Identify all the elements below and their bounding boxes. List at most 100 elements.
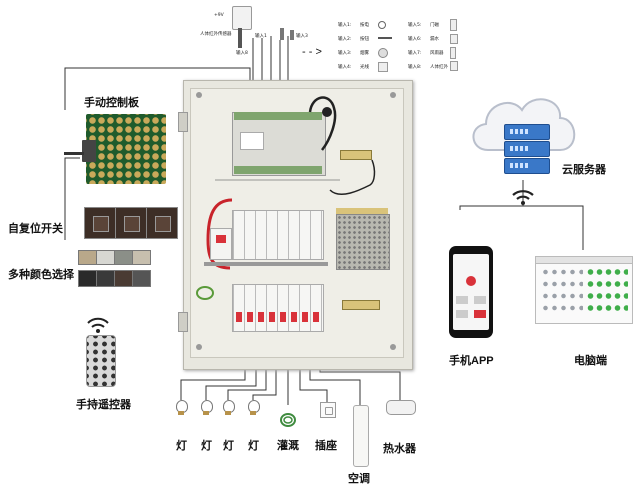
input3-tag: 输入3 [296, 34, 308, 39]
sensor-probe [280, 28, 284, 40]
pir-sensor-icon [450, 61, 458, 71]
controller-label-plate [240, 132, 264, 150]
load-label-irrigation: 灌溉 [277, 440, 299, 452]
color-swatch [132, 270, 151, 287]
legend-input-1-value: 按电 [360, 23, 369, 28]
bulb-base [250, 411, 256, 415]
bulb-base [178, 411, 184, 415]
legend-input-4: 输入4: [338, 65, 352, 70]
manual-control-board [86, 114, 166, 184]
light-sensor-icon [378, 62, 388, 72]
phone-app-label: 手机APP [449, 355, 494, 367]
remote-label: 手持遥控器 [76, 399, 131, 411]
relay-row [232, 210, 324, 260]
phone-app-tile [456, 310, 468, 318]
mount-hole [196, 92, 202, 98]
hinge [178, 312, 188, 332]
breaker-row [232, 284, 324, 332]
legend-input-1: 输入1: [338, 23, 352, 28]
legend-input-3-value: 烟雾 [360, 51, 369, 56]
breaker-toggle [291, 312, 297, 322]
din-rail [204, 262, 328, 266]
load-label-light-3: 灯 [223, 440, 234, 452]
input-legend: 输入1: 按电 输入2: 按钮 输入3: 烟雾 输入4: 光线 输入5: 门磁 … [338, 19, 478, 74]
load-label-light-2: 灯 [201, 440, 212, 452]
terminal-block [340, 150, 372, 160]
legend-input-7: 输入7: [408, 51, 422, 56]
legend-input-5-value: 门磁 [430, 23, 439, 28]
legend-input-8: 输入8: [408, 65, 422, 70]
sensor-module [232, 6, 252, 30]
color-swatch [114, 270, 133, 287]
ground-wire [196, 286, 214, 300]
breaker-toggle [236, 312, 242, 322]
legend-input-4-value: 光线 [360, 65, 369, 70]
color-swatch [96, 250, 115, 265]
legend-input-6: 输入6: [408, 37, 422, 42]
sensor-wire-bundle [238, 28, 242, 48]
power-label: +9V [214, 13, 224, 18]
breaker-toggle [302, 312, 308, 322]
socket-icon [320, 402, 336, 418]
load-label-socket: 插座 [315, 440, 337, 452]
remote-control [86, 335, 116, 387]
server-unit [504, 158, 550, 174]
multi-color-label: 多种颜色选择 [8, 269, 74, 281]
reset-switch-panel [84, 207, 116, 239]
legend-input-2-value: 按钮 [360, 37, 369, 42]
color-swatch [78, 270, 97, 287]
breaker-toggle [280, 312, 286, 322]
color-swatch [132, 250, 151, 265]
input1-tag: 输入1 [255, 34, 267, 39]
hinge [178, 112, 188, 132]
legend-input-6-value: 漏水 [430, 37, 439, 42]
leak-sensor-icon [450, 34, 458, 44]
load-label-air-conditioner: 空调 [348, 473, 370, 485]
sensor-probe [290, 30, 294, 40]
mount-hole [390, 344, 396, 350]
terminal-strip [234, 112, 322, 120]
door-sensor-icon [450, 19, 457, 31]
legend-input-5: 输入5: [408, 23, 422, 28]
neutral-bar [342, 300, 380, 310]
board-side-wire [64, 157, 80, 240]
phone-app-tile [474, 296, 486, 304]
smoke-detector-icon [378, 48, 388, 58]
breaker-toggle [247, 312, 253, 322]
server-unit [504, 124, 550, 140]
phone-app-tile [474, 310, 486, 318]
color-swatch [114, 250, 133, 265]
board-connector [82, 140, 96, 162]
main-breaker [210, 228, 232, 260]
terminal-strip [234, 166, 322, 174]
bulb-base [203, 411, 209, 415]
load-label-light-1: 灯 [176, 440, 187, 452]
input8-tag: 输入8 [236, 51, 248, 56]
breaker-toggle [313, 312, 319, 322]
arrow-label: - - > [302, 46, 322, 58]
phone-screen [453, 254, 489, 330]
breaker-toggle [258, 312, 264, 322]
sensor-caption: 人体红外传感器 [200, 32, 232, 37]
board-wire [64, 152, 84, 155]
cable-gland [322, 107, 332, 117]
toggle-icon [378, 21, 386, 29]
cloud-server-label: 云服务器 [562, 164, 606, 176]
load-label-light-4: 灯 [248, 440, 259, 452]
legend-input-2: 输入2: [338, 37, 352, 42]
legend-input-8-value: 人体红外 [430, 65, 448, 70]
pc-client-label: 电脑端 [574, 355, 607, 367]
reset-switch-panel [146, 207, 178, 239]
manual-board-label: 手动控制板 [84, 97, 139, 109]
bulb-base [225, 411, 231, 415]
color-swatch [96, 270, 115, 287]
mount-hole [196, 344, 202, 350]
legend-input-3: 输入3: [338, 51, 352, 56]
breaker-toggle [269, 312, 275, 322]
phone-app-tile [456, 296, 468, 304]
server-unit [504, 141, 550, 157]
pc-status-grid [586, 266, 628, 314]
legend-input-7-value: 风雨器 [430, 51, 444, 56]
pc-window-titlebar [535, 256, 633, 264]
color-swatch [78, 250, 97, 265]
